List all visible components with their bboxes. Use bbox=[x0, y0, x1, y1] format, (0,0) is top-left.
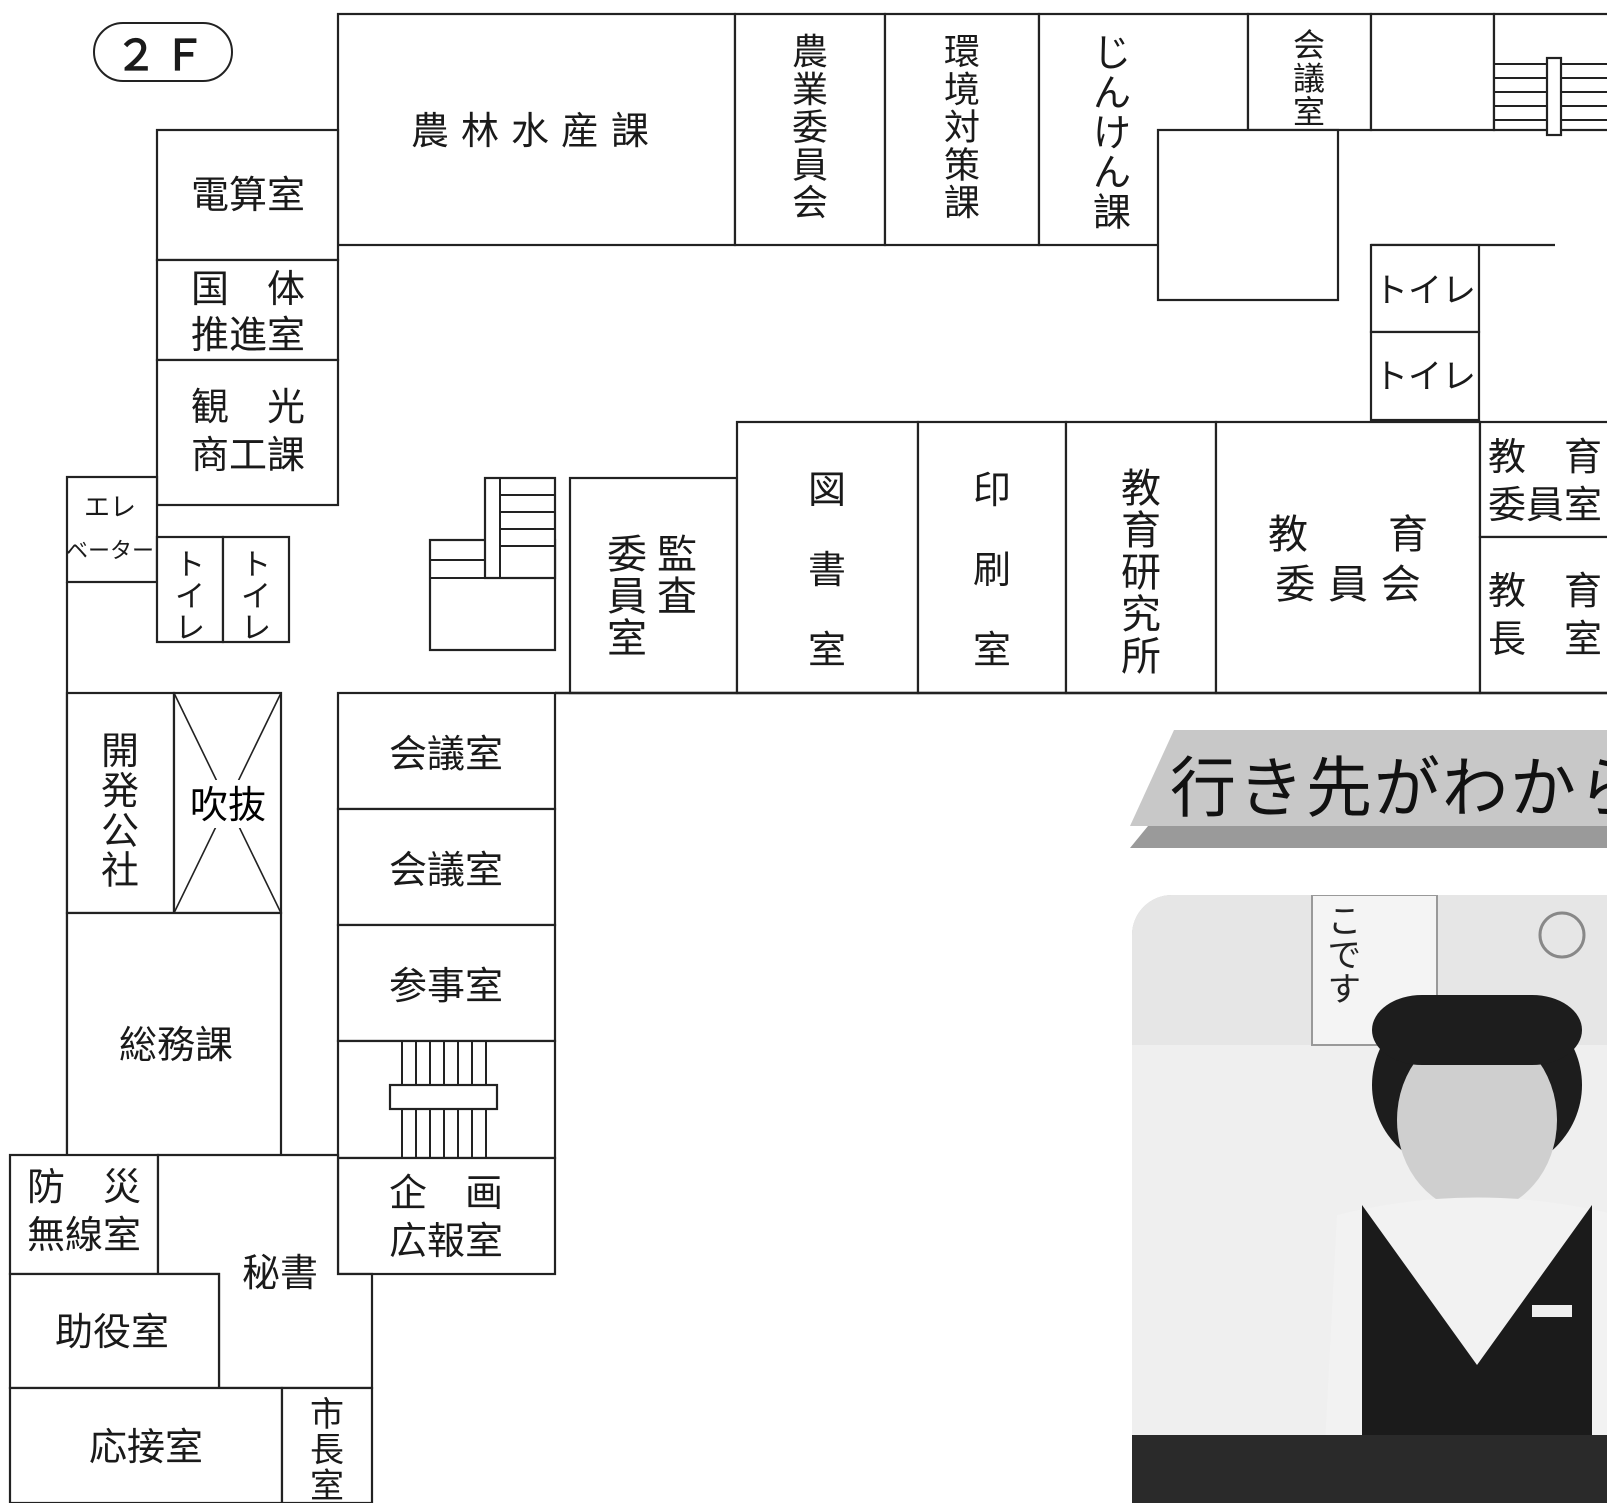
room-kanko: 観 光 商工課 bbox=[155, 358, 340, 507]
room-kansa-iin: 監査 委員室 bbox=[568, 476, 739, 695]
svg-text:吹抜: 吹抜 bbox=[190, 783, 266, 827]
svg-text:委員室: 委員室 bbox=[607, 532, 647, 662]
svg-text:教 育: 教 育 bbox=[1488, 569, 1602, 613]
svg-text:印刷室: 印刷室 bbox=[973, 468, 1011, 672]
photo-sign-text: こです bbox=[1321, 903, 1361, 1005]
room-joyaku: 助役室 bbox=[8, 1272, 221, 1390]
svg-text:秘書: 秘書 bbox=[242, 1251, 318, 1295]
svg-text:トイレ: トイレ bbox=[175, 548, 205, 646]
svg-text:教育研究所: 教育研究所 bbox=[1121, 466, 1161, 680]
svg-text:会議室: 会議室 bbox=[389, 732, 503, 776]
room-insatsu: 印刷室 bbox=[916, 420, 1068, 695]
svg-text:ベーター: ベーター bbox=[66, 539, 154, 564]
svg-text:電算室: 電算室 bbox=[191, 173, 305, 217]
svg-text:応接室: 応接室 bbox=[89, 1425, 203, 1469]
svg-text:参事室: 参事室 bbox=[389, 964, 503, 1008]
svg-text:企 画: 企 画 bbox=[389, 1171, 503, 1215]
svg-text:総務課: 総務課 bbox=[119, 1023, 233, 1067]
svg-text:監査: 監査 bbox=[657, 532, 697, 620]
room-nogyo-iinkai: 農業委員会 bbox=[733, 12, 887, 247]
svg-text:図書室: 図書室 bbox=[808, 468, 846, 672]
room-kyoiku-iinkai: 教 育 委 員 会 bbox=[1214, 420, 1482, 695]
room-kyoiku-iinshitsu: 教 育 委員室 bbox=[1478, 420, 1607, 539]
svg-text:助役室: 助役室 bbox=[55, 1310, 169, 1354]
svg-text:会議室: 会議室 bbox=[1293, 26, 1325, 131]
svg-text:農業委員会: 農業委員会 bbox=[792, 32, 828, 224]
svg-text:教 育: 教 育 bbox=[1488, 435, 1602, 479]
room-densan: 電算室 bbox=[155, 128, 340, 262]
floor-label: ２Ｆ bbox=[93, 22, 233, 82]
room-toilet-left-2: トイレ bbox=[221, 535, 291, 646]
room-kaigi-2: 会議室 bbox=[336, 807, 557, 927]
lobby-box bbox=[1156, 128, 1340, 302]
room-kankyo-taisaku: 環境対策課 bbox=[883, 12, 1041, 247]
room-toilet-left-1: トイレ bbox=[155, 535, 225, 646]
svg-text:委員室: 委員室 bbox=[1488, 483, 1602, 527]
room-kyoikucho: 教 育 長 室 bbox=[1478, 535, 1607, 695]
room-somu: 総務課 bbox=[65, 911, 283, 1158]
stair-lower bbox=[336, 1039, 557, 1160]
room-bosai-musen: 防 災 無線室 bbox=[8, 1153, 160, 1276]
svg-text:開発公社: 開発公社 bbox=[101, 729, 139, 893]
room-sanji: 参事室 bbox=[336, 923, 557, 1043]
room-top-blank bbox=[1369, 12, 1496, 132]
room-kikaku-koho: 企 画 広報室 bbox=[336, 1156, 557, 1276]
stair-top-right bbox=[1492, 12, 1607, 137]
svg-text:無線室: 無線室 bbox=[27, 1213, 141, 1257]
svg-text:会議室: 会議室 bbox=[389, 848, 503, 892]
svg-text:委 員 会: 委 員 会 bbox=[1275, 562, 1420, 608]
room-kaihatsu-kosha: 開発公社 bbox=[65, 691, 176, 915]
atrium-void: 吹抜 bbox=[172, 691, 283, 915]
svg-text:観 光: 観 光 bbox=[191, 385, 305, 429]
room-toilet-right-1: トイレ bbox=[1369, 243, 1481, 334]
svg-text:広報室: 広報室 bbox=[389, 1219, 503, 1263]
room-kyoiku-kenkyujo: 教育研究所 bbox=[1064, 420, 1218, 695]
svg-text:国 体: 国 体 bbox=[191, 267, 305, 311]
svg-text:防 災: 防 災 bbox=[27, 1165, 141, 1209]
svg-text:トイレ: トイレ bbox=[1374, 357, 1476, 397]
svg-text:推進室: 推進室 bbox=[191, 313, 305, 357]
room-kokutai: 国 体 推進室 bbox=[155, 258, 340, 362]
svg-text:トイレ: トイレ bbox=[1374, 271, 1476, 311]
svg-text:エレ: エレ bbox=[84, 493, 136, 523]
banner-background bbox=[1130, 730, 1607, 848]
svg-text:農林水産課: 農林水産課 bbox=[411, 109, 661, 153]
svg-text:じんけん課: じんけん課 bbox=[1093, 31, 1131, 235]
staff-photo: こです bbox=[1132, 895, 1607, 1503]
svg-text:環境対策課: 環境対策課 bbox=[944, 32, 980, 224]
room-toilet-right-2: トイレ bbox=[1369, 330, 1481, 422]
room-norin-suisan: 農林水産課 bbox=[336, 12, 737, 247]
svg-text:教 育: 教 育 bbox=[1268, 512, 1428, 558]
svg-text:トイレ: トイレ bbox=[241, 548, 271, 646]
stair-middle bbox=[428, 476, 557, 652]
room-elevator: エレ ベーター bbox=[65, 475, 159, 584]
room-kaigi-1: 会議室 bbox=[336, 691, 557, 811]
svg-text:商工課: 商工課 bbox=[191, 433, 305, 477]
room-kaigi-top: 会議室 bbox=[1246, 12, 1373, 131]
room-osetsu: 応接室 bbox=[8, 1386, 284, 1503]
svg-text:長 室: 長 室 bbox=[1488, 617, 1602, 661]
room-shicho: 市長室 bbox=[280, 1386, 374, 1503]
svg-text:市長室: 市長室 bbox=[310, 1395, 344, 1503]
room-tosho: 図書室 bbox=[735, 420, 920, 695]
banner-text: 行き先がわから bbox=[1170, 750, 1607, 827]
